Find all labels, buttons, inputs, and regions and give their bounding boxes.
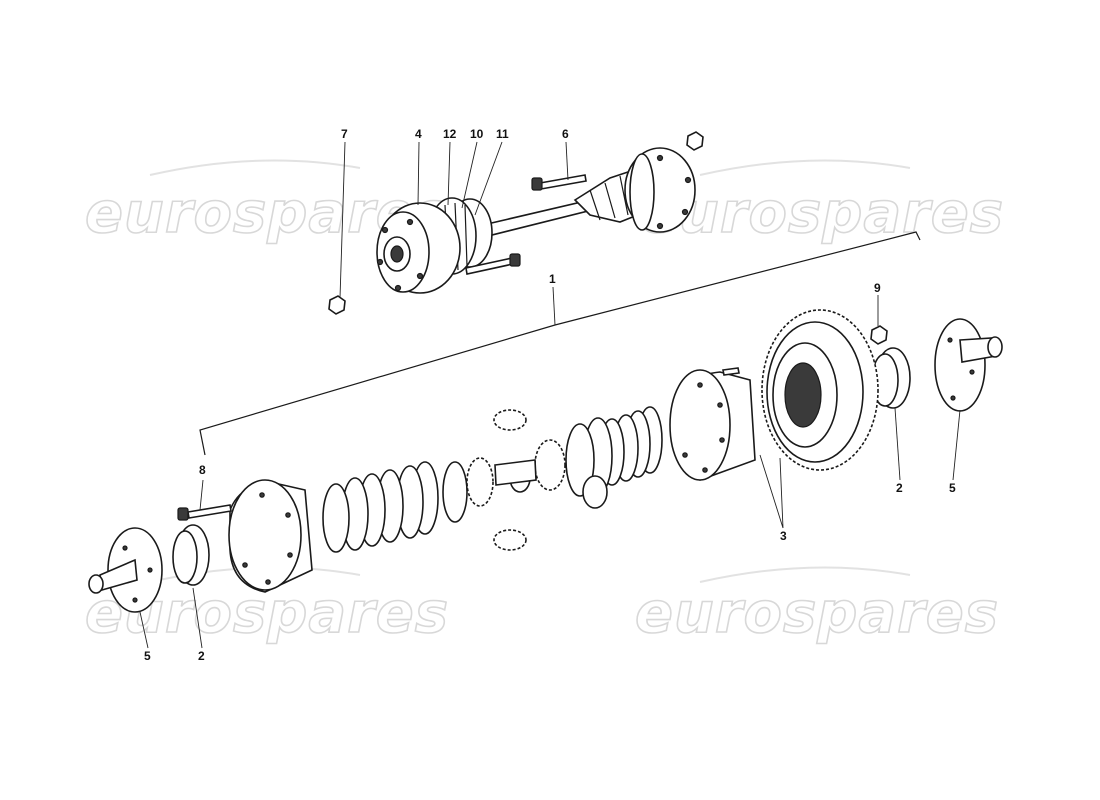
leader-lines bbox=[139, 141, 961, 649]
clutch-pack-left bbox=[322, 461, 439, 553]
callout-10: 10 bbox=[470, 127, 484, 141]
callout-3: 3 bbox=[780, 529, 787, 543]
differential-assembly bbox=[88, 231, 1003, 613]
callout-9: 9 bbox=[874, 281, 881, 295]
clutch-pack-right bbox=[565, 406, 663, 497]
callout-4: 4 bbox=[415, 127, 422, 141]
half-shaft-assembly bbox=[328, 131, 704, 315]
callout-2-left: 2 bbox=[198, 649, 205, 663]
callout-1: 1 bbox=[549, 272, 556, 286]
callout-5-right: 5 bbox=[949, 481, 956, 495]
callout-7: 7 bbox=[341, 127, 348, 141]
callout-2-right: 2 bbox=[896, 481, 903, 495]
callout-12: 12 bbox=[443, 127, 457, 141]
callout-labels: 7 4 12 10 11 6 1 9 2 5 3 8 5 2 bbox=[144, 127, 956, 663]
watermark-top-right: eurospares bbox=[640, 181, 1004, 246]
watermark-bottom-right: eurospares bbox=[635, 581, 999, 646]
callout-6: 6 bbox=[562, 127, 569, 141]
callout-11: 11 bbox=[496, 127, 509, 141]
callout-8: 8 bbox=[199, 463, 206, 477]
callout-5-left: 5 bbox=[144, 649, 151, 663]
